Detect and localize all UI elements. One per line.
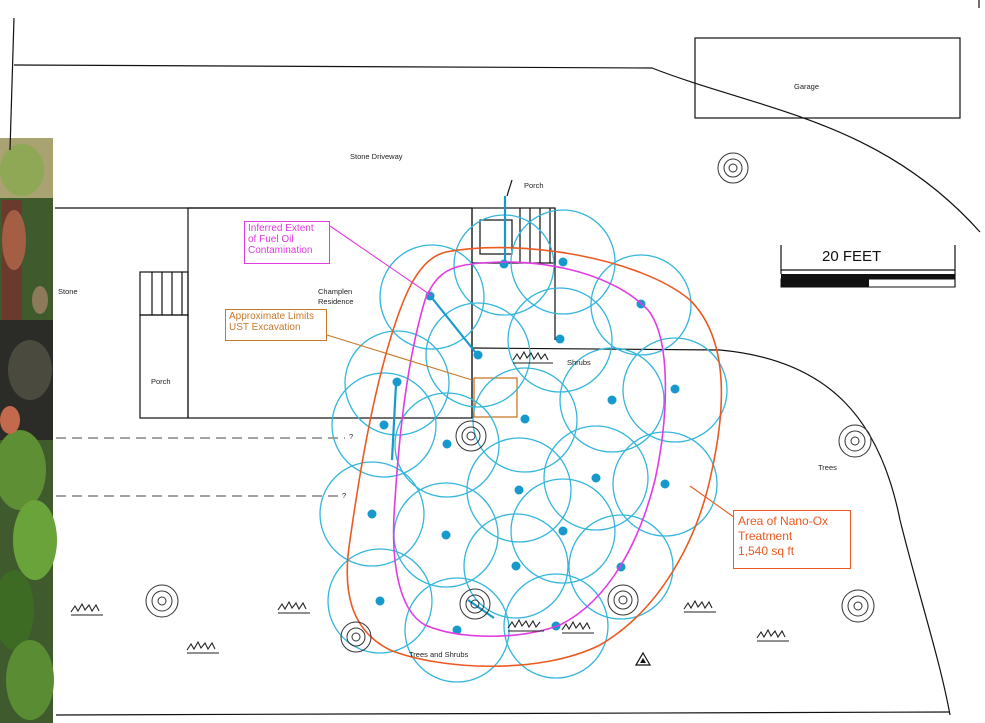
photo-strip — [0, 138, 57, 723]
fuel-oil-contamination-callout: Inferred Extent of Fuel Oil Contaminatio… — [244, 221, 330, 264]
residence-outline — [139, 179, 556, 419]
residence-label-line2: Residence — [318, 297, 354, 306]
callout-leader-lines — [326, 225, 739, 521]
porch-top-label: Porch — [524, 181, 544, 190]
scale-bar — [780, 245, 956, 288]
injection-radius-circles — [319, 209, 728, 683]
tree-symbol-icon — [145, 152, 875, 653]
nano-ox-treatment-callout: Area of Nano-Ox Treatment 1,540 sq ft — [733, 510, 851, 569]
trees-and-shrubs-label: Trees and Shrubs — [409, 650, 469, 659]
ust-excavation-outline — [473, 377, 518, 418]
callout-line: Area of Nano-Ox — [738, 514, 829, 528]
callout-line: UST Excavation — [229, 322, 301, 333]
utility-line-end-label: ? — [349, 432, 354, 441]
scale-bar-label: 20 FEET — [822, 248, 882, 265]
callout-line: Contamination — [248, 245, 313, 256]
callout-line: 1,540 sq ft — [738, 544, 795, 558]
utility-lines — [56, 437, 345, 497]
pipe-lines — [390, 196, 507, 619]
driveway-label: Stone Driveway — [350, 152, 403, 161]
callout-line: Inferred Extent — [248, 223, 314, 234]
callout-line: of Fuel Oil — [248, 234, 294, 245]
fuel-oil-contamination-outline — [392, 261, 667, 638]
ust-excavation-callout: Approximate Limits UST Excavation — [225, 309, 327, 341]
shrub-symbol-icon — [70, 350, 789, 654]
callout-line: Treatment — [738, 529, 793, 543]
injection-points — [367, 257, 680, 635]
utility-line-end-label: ? — [342, 491, 347, 500]
garage-label: Garage — [794, 82, 820, 91]
shrubs-label: Shrubs — [567, 358, 591, 367]
property-lines — [9, 0, 981, 716]
porch-left-label: Porch — [151, 377, 171, 386]
nano-ox-treatment-outline — [346, 246, 723, 667]
residence-label-line1: Champlen — [318, 287, 353, 296]
stone-label: Stone — [58, 287, 78, 296]
trees-label: Trees — [818, 463, 837, 472]
warning-triangle-icon — [634, 651, 652, 666]
callout-line: Approximate Limits — [229, 311, 315, 322]
